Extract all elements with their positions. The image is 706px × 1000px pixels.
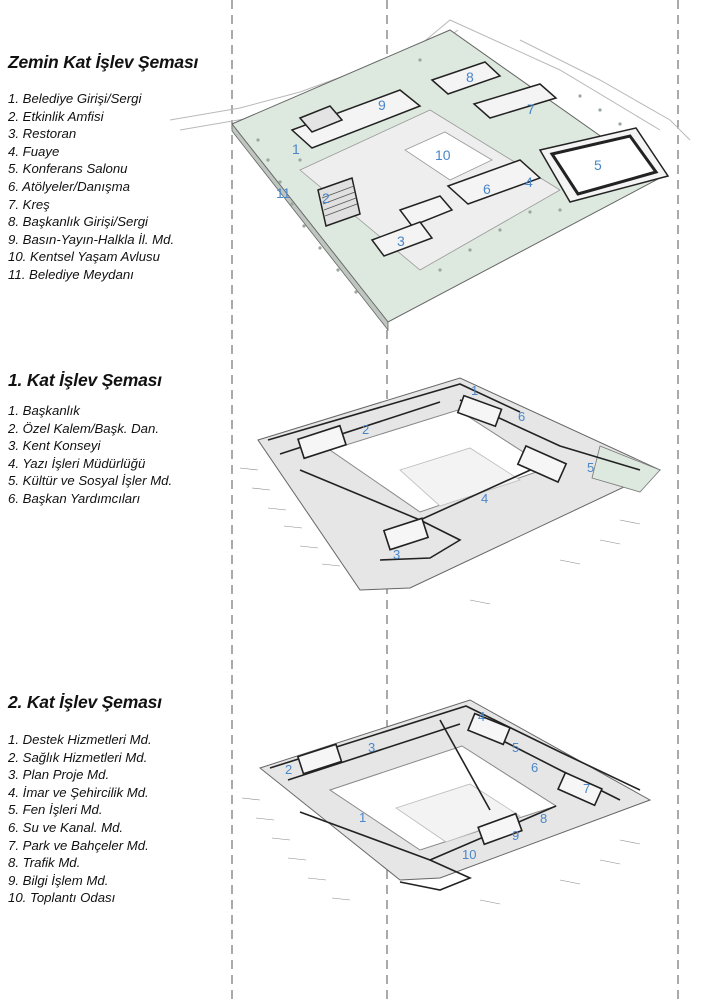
legend-item: 3. Kent Konseyi: [8, 438, 101, 454]
building-blocks: [290, 61, 670, 257]
plan-label: 10: [435, 147, 451, 163]
tree-symbols: [256, 58, 622, 294]
legend-item: 6. Atölyeler/Danışma: [8, 178, 130, 194]
plan-label: 4: [525, 174, 533, 190]
second-floor-plan: 1 2 3 4 5 6 7 8 9 10: [241, 699, 652, 905]
plan-label: 8: [466, 69, 474, 85]
legend-item: 5. Konferans Salonu: [8, 161, 128, 177]
legend-item: 3. Plan Proje Md.: [8, 767, 110, 783]
legend-item: 4. İmar ve Şehircilik Md.: [8, 784, 149, 800]
courtyard-10: [404, 131, 493, 181]
ground-floor-plan: 1 2 3 4 5 6 7 8 9 10 11: [169, 19, 691, 332]
ground-plan-labels: 1 2 3 4 5 6 7 8 9 10 11: [276, 69, 602, 249]
first-floor-green: [591, 445, 661, 493]
plan-label: 5: [594, 157, 602, 173]
plan-label: 1: [471, 383, 478, 398]
plan-label: 7: [527, 101, 535, 117]
plan-label: 2: [322, 190, 330, 206]
block-7: [472, 83, 558, 119]
legend-item: 9. Bilgi İşlem Md.: [8, 872, 109, 888]
plan-label: 3: [397, 233, 405, 249]
legend-item: 1. Başkanlık: [8, 403, 80, 418]
plan-label: 6: [531, 760, 538, 775]
plan-label: 3: [393, 547, 400, 562]
first-floor-leaders: [239, 467, 641, 605]
legend-item: 5. Kültür ve Sosyal İşler Md.: [8, 473, 173, 489]
legend-item: 7. Kreş: [8, 196, 50, 212]
amphitheatre-steps: [321, 185, 358, 217]
plan-label: 9: [512, 828, 519, 843]
plan-label: 1: [292, 141, 300, 157]
block-3: [370, 221, 434, 257]
plan-label: 7: [583, 781, 590, 796]
plan-label: 3: [368, 740, 375, 755]
block-3a: [398, 195, 454, 227]
second-floor-list: 1. Destek Hizmetleri Md. 2. Sağlık Hizme…: [8, 731, 152, 907]
legend-item: 2. Etkinlik Amfisi: [8, 108, 104, 124]
plan-label: 5: [587, 460, 594, 475]
second-floor-leaders: [241, 797, 641, 905]
legend-item: 2. Özel Kalem/Başk. Dan.: [8, 420, 159, 436]
plan-label: 5: [512, 740, 519, 755]
plan-label: 2: [285, 762, 292, 777]
legend-item: 10. Toplantı Odası: [8, 890, 116, 906]
legend-item: 8. Başkanlık Girişi/Sergi: [8, 214, 148, 230]
ground-floor-list: 1. Belediye Girişi/Sergi 2. Etkinlik Amf…: [8, 90, 174, 284]
legend-item: 11. Belediye Meydanı: [8, 266, 134, 282]
second-floor-void-inner: [395, 783, 521, 843]
second-floor-walls: [269, 705, 641, 891]
plan-label: 9: [378, 97, 386, 113]
first-floor-walls: [267, 383, 641, 561]
legend-item: 1. Destek Hizmetleri Md.: [8, 732, 152, 747]
plan-label: 10: [462, 847, 476, 862]
plan-label: 4: [478, 709, 485, 724]
legend-item: 5. Fen İşleri Md.: [8, 802, 103, 818]
legend-item: 8. Trafik Md.: [8, 855, 81, 871]
plan-label: 11: [276, 185, 291, 201]
plan-label: 4: [481, 491, 488, 506]
legend-item: 6. Su ve Kanal. Md.: [8, 819, 124, 835]
first-floor-plan: 1 2 3 4 5 6: [239, 377, 662, 605]
block-6: [446, 159, 542, 205]
legend-item: 1. Belediye Girişi/Sergi: [8, 91, 142, 106]
ground-floor-title: Zemin Kat İşlev Şeması: [8, 52, 199, 72]
legend-item: 2. Sağlık Hizmetleri Md.: [8, 749, 148, 765]
second-plan-labels: 1 2 3 4 5 6 7 8 9 10: [285, 709, 590, 862]
legend-item: 3. Restoran: [8, 126, 77, 142]
block-9: [290, 89, 422, 149]
legend-item: 10. Kentsel Yaşam Avlusu: [8, 249, 160, 265]
plan-label: 2: [362, 422, 369, 437]
first-floor-list: 1. Başkanlık 2. Özel Kalem/Başk. Dan. 3.…: [8, 402, 172, 508]
plan-label: 8: [540, 811, 547, 826]
first-floor-void-inner: [399, 447, 521, 507]
block-8: [430, 61, 502, 95]
slab-edge: [231, 122, 389, 332]
legend-item: 6. Başkan Yardımcıları: [8, 490, 141, 506]
first-floor-title: 1. Kat İşlev Şeması: [8, 370, 162, 390]
amphitheatre-2: [317, 177, 361, 227]
second-floor-title: 2. Kat İşlev Şeması: [8, 692, 162, 712]
plan-label: 1: [359, 810, 366, 825]
legend-item: 7. Park ve Bahçeler Md.: [8, 837, 149, 853]
legend-item: 4. Fuaye: [8, 143, 60, 159]
first-plan-labels: 1 2 3 4 5 6: [362, 383, 594, 562]
legend-item: 9. Basın-Yayın-Halkla İl. Md.: [8, 231, 175, 247]
plan-label: 6: [518, 409, 525, 424]
plan-label: 6: [483, 181, 491, 197]
legend-item: 4. Yazı İşleri Müdürlüğü: [8, 455, 146, 471]
